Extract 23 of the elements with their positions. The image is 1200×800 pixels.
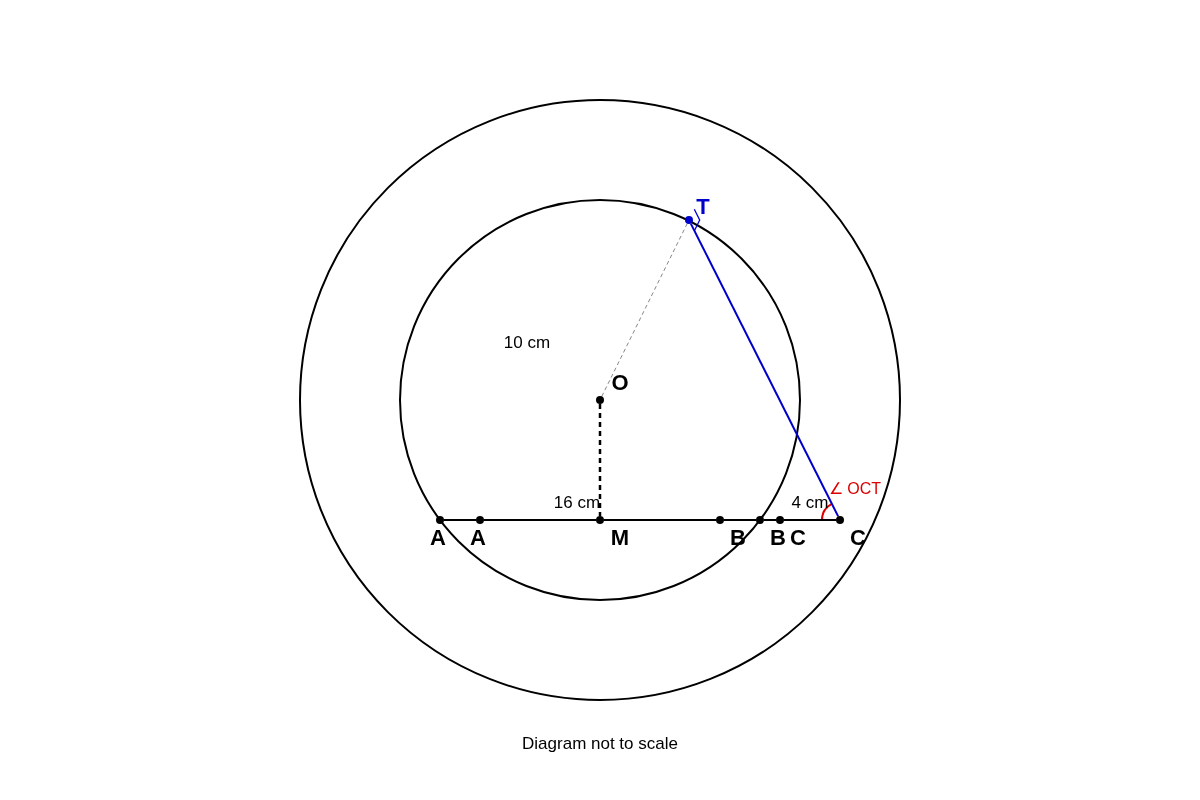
line-segment [603, 519, 717, 521]
line-segment [483, 519, 597, 521]
point-label: B [729, 526, 747, 550]
point-label: T [695, 195, 711, 219]
measurement-label: 10 cm [503, 333, 551, 353]
point-label: A [469, 526, 487, 550]
line-segment [763, 519, 777, 521]
measurement-label: 16 cm [553, 493, 601, 513]
angle-label: ∠ OCT [828, 479, 882, 499]
line-segment [443, 519, 477, 521]
point-label: C [789, 526, 807, 550]
dashed-line [598, 404, 602, 516]
point-label: M [610, 526, 630, 550]
line-segment [783, 519, 837, 521]
line-segment [723, 519, 757, 521]
point-label: O [610, 371, 630, 395]
point-label: C [849, 526, 867, 550]
dashed-line [601, 223, 688, 397]
line-segment [689, 222, 840, 518]
point-label: A [429, 526, 447, 550]
measurement-label: 4 cm [791, 493, 829, 513]
point-label: B [769, 526, 787, 550]
caption: Diagram not to scale [522, 734, 678, 754]
